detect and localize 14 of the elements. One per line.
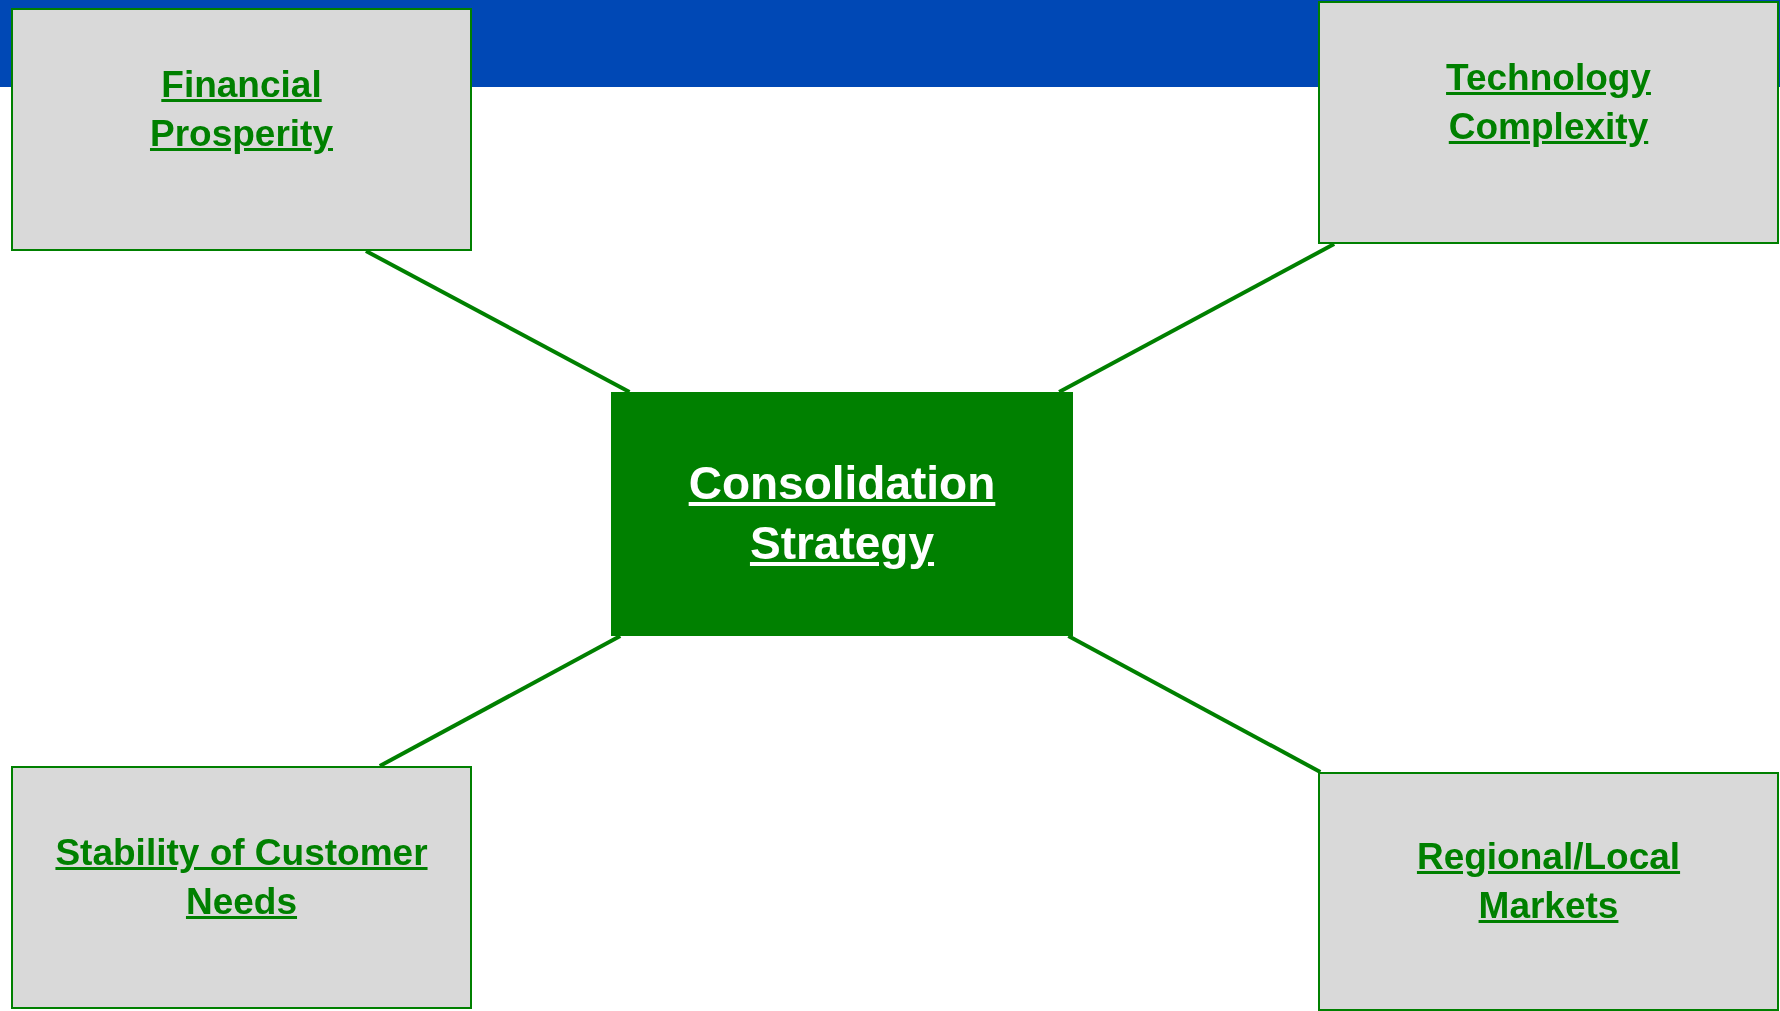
connector-line xyxy=(365,249,631,394)
box-label: Technology Complexity xyxy=(1445,56,1652,149)
factor-box xyxy=(11,766,472,1009)
box-label: Consolidation Strategy xyxy=(687,456,997,571)
box-label: Stability of Customer Needs xyxy=(54,831,429,924)
connector-line xyxy=(378,634,622,768)
connector-line xyxy=(1067,634,1322,774)
connector-line xyxy=(1058,242,1336,394)
factor-box xyxy=(11,8,472,251)
center-box xyxy=(611,392,1073,636)
factor-box xyxy=(1318,772,1779,1011)
box-label: Regional/Local Markets xyxy=(1415,835,1682,928)
factor-box xyxy=(1318,1,1779,244)
box-label: Financial Prosperity xyxy=(149,63,334,156)
